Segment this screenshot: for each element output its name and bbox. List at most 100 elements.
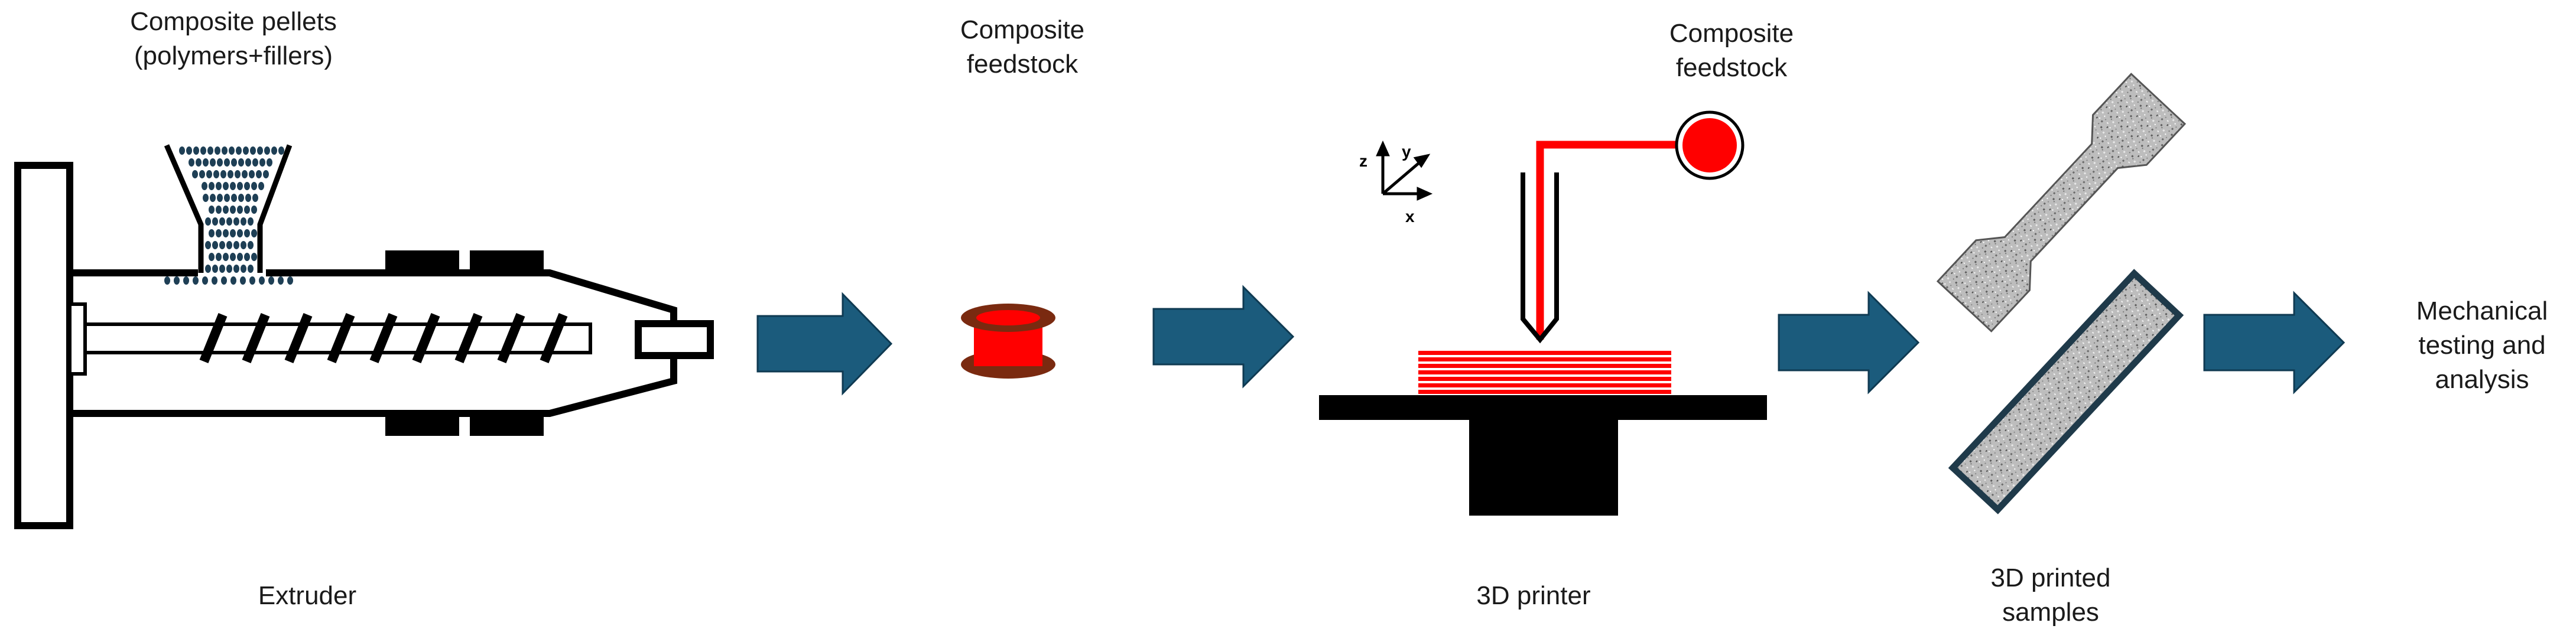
pellet <box>251 253 257 261</box>
pellet <box>203 158 209 167</box>
feedstock-reel <box>1682 118 1737 172</box>
axis-triad <box>1376 140 1433 201</box>
pellet <box>233 217 239 226</box>
pellet <box>209 182 215 190</box>
pellet <box>216 253 222 261</box>
heater-band <box>385 413 459 436</box>
screw-flight <box>327 312 355 364</box>
pellet <box>231 194 237 202</box>
pellet <box>224 194 230 202</box>
heater-band <box>385 250 459 273</box>
pellet <box>236 146 242 155</box>
pellet <box>202 276 208 285</box>
pellet <box>199 170 205 178</box>
printed-layer <box>1418 370 1671 374</box>
pellet <box>248 265 254 273</box>
process-arrow <box>756 292 893 396</box>
printer-feedstock-label: Composite feedstock <box>1669 19 1794 82</box>
printed-layers <box>1418 351 1671 394</box>
pellet <box>205 241 211 249</box>
bar-specimen <box>1948 269 2184 514</box>
printed-samples <box>1936 73 2187 514</box>
process-arrows <box>756 285 2346 396</box>
pellet <box>237 182 243 190</box>
pellet <box>183 276 189 285</box>
testing-label: Mechanical testing and analysis <box>2416 296 2548 394</box>
spool-feedstock-label: Composite feedstock <box>960 15 1085 79</box>
pellet <box>193 276 199 285</box>
pellet <box>278 276 284 285</box>
pellet <box>207 146 213 155</box>
pellet <box>226 265 232 273</box>
pellet <box>220 170 226 178</box>
pellet <box>241 265 246 273</box>
printed-layer <box>1418 357 1671 361</box>
pellet <box>258 182 264 190</box>
extruder-label: Extruder <box>258 581 357 610</box>
pellet <box>210 158 216 167</box>
pellet <box>205 217 211 226</box>
pellet <box>202 182 207 190</box>
hopper <box>164 144 293 273</box>
pellet <box>196 158 202 167</box>
pellet <box>249 276 255 285</box>
pellet <box>238 158 244 167</box>
pellet <box>209 206 215 214</box>
extruder <box>14 144 714 529</box>
pellet <box>226 241 232 249</box>
pellet <box>248 217 254 226</box>
pellet <box>251 182 257 190</box>
filament-feed-line <box>1536 141 1696 340</box>
pellet <box>263 170 269 178</box>
pellet <box>256 170 262 178</box>
pellet <box>250 146 256 155</box>
pellet <box>278 146 284 155</box>
printer: z y x <box>1319 110 1767 516</box>
pellet <box>217 194 223 202</box>
pellet <box>212 276 217 285</box>
pellet <box>241 217 246 226</box>
extruder-end-plate <box>14 162 73 529</box>
pellet <box>244 182 250 190</box>
pellet <box>230 229 236 237</box>
pellet <box>242 170 248 178</box>
pellet <box>164 276 170 285</box>
screw-flight <box>497 312 525 364</box>
pellet <box>223 253 229 261</box>
pellet <box>230 206 236 214</box>
pellet <box>245 194 251 202</box>
pellet <box>241 241 246 249</box>
pellet <box>252 158 258 167</box>
printer-stage <box>1469 420 1618 516</box>
filament-spool <box>961 304 1055 379</box>
pellet <box>212 265 218 273</box>
print-nozzle <box>1521 172 1559 344</box>
pellet <box>217 158 223 167</box>
pellet <box>268 276 274 285</box>
screw-flight <box>242 312 270 364</box>
pellet <box>219 217 225 226</box>
pellet <box>192 170 198 178</box>
printer-label: 3D printer <box>1476 581 1591 610</box>
pellet <box>200 146 206 155</box>
pellet <box>216 229 222 237</box>
pellet <box>216 182 222 190</box>
pellet <box>186 146 192 155</box>
pellet <box>189 158 194 167</box>
pellet <box>244 229 250 237</box>
pellet <box>219 265 225 273</box>
pellet <box>235 170 241 178</box>
build-plate <box>1319 395 1767 420</box>
pellet <box>229 146 235 155</box>
pellet <box>224 158 230 167</box>
pellet <box>244 253 250 261</box>
pellet <box>237 253 243 261</box>
pellet <box>223 182 229 190</box>
pellet <box>230 253 236 261</box>
process-arrow <box>1778 291 1920 395</box>
pellet <box>267 158 272 167</box>
pellet <box>222 146 228 155</box>
axis-label-y: y <box>1402 142 1411 161</box>
pellet <box>231 158 237 167</box>
heater-band <box>470 413 544 436</box>
